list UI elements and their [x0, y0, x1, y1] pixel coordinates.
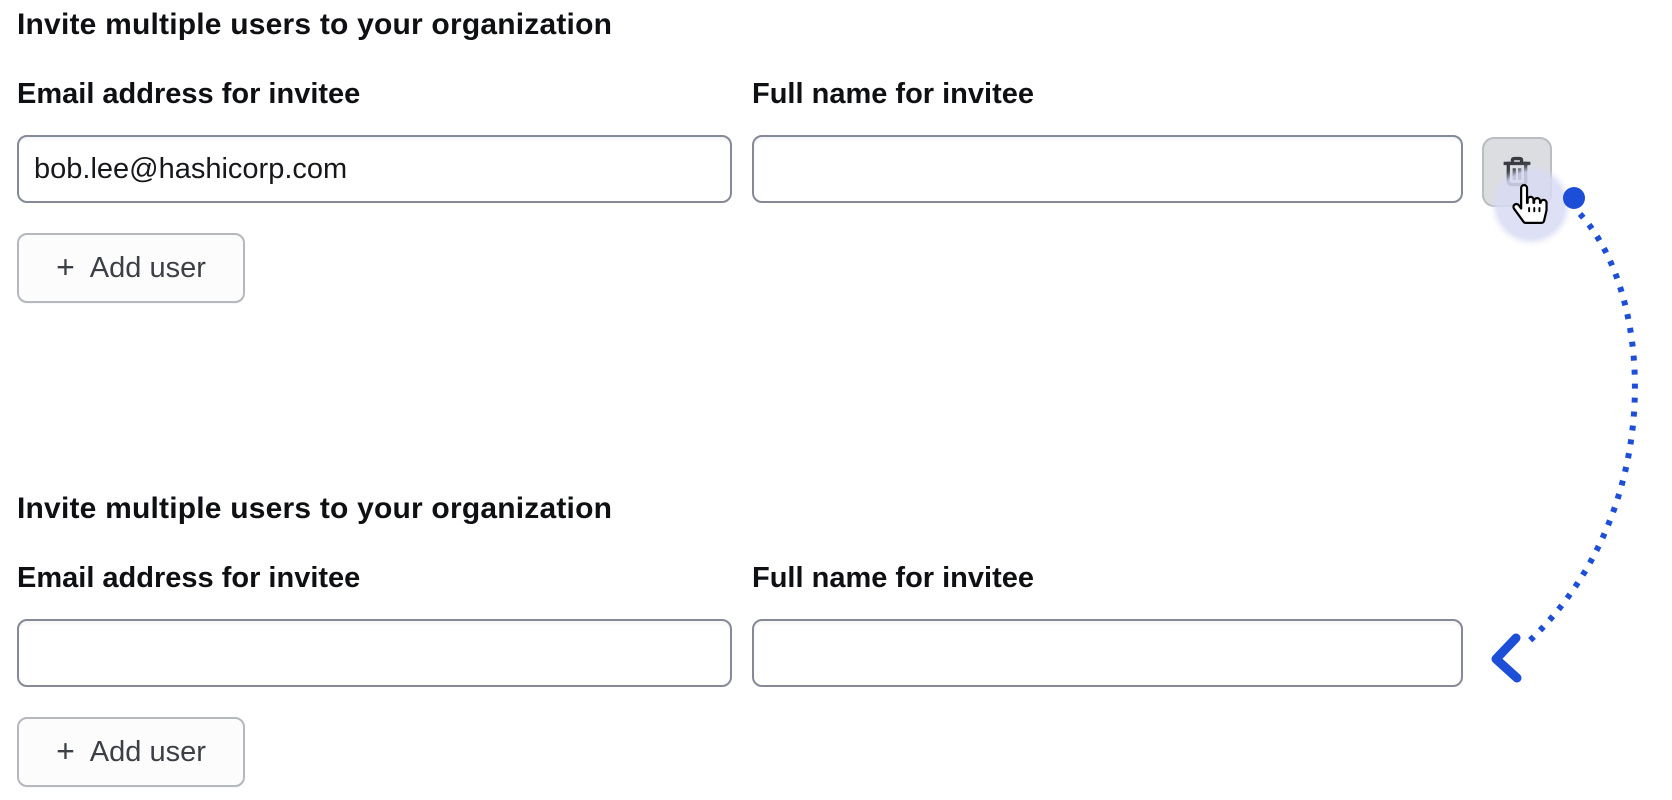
add-user-button[interactable]: + Add user — [17, 233, 245, 303]
email-label: Email address for invitee — [17, 78, 361, 110]
email-input[interactable] — [17, 619, 732, 687]
plus-icon: + — [56, 249, 75, 285]
invite-form-before: Invite multiple users to your organizati… — [0, 0, 1672, 320]
full-name-input[interactable] — [752, 135, 1463, 203]
plus-icon: + — [56, 733, 75, 769]
add-user-label: Add user — [89, 735, 206, 768]
trash-icon — [1503, 156, 1531, 187]
delete-row-button[interactable] — [1482, 137, 1552, 207]
full-name-input[interactable] — [752, 619, 1463, 687]
full-name-label: Full name for invitee — [752, 562, 1034, 594]
email-input[interactable] — [17, 135, 732, 203]
add-user-button[interactable]: + Add user — [17, 717, 245, 787]
add-user-label: Add user — [89, 251, 206, 284]
email-label: Email address for invitee — [17, 562, 361, 594]
form-heading: Invite multiple users to your organizati… — [17, 8, 613, 41]
invite-form-after: Invite multiple users to your organizati… — [0, 484, 1672, 800]
full-name-label: Full name for invitee — [752, 78, 1034, 110]
form-heading: Invite multiple users to your organizati… — [17, 492, 613, 525]
